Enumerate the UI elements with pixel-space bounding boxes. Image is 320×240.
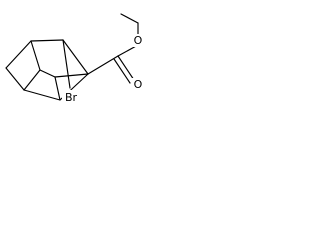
bond: [120, 13, 139, 24]
atom-label-ether-oxygen: O: [134, 34, 143, 47]
bond: [5, 67, 25, 91]
bond: [30, 39, 64, 42]
bond: [23, 89, 61, 101]
bond: [23, 69, 41, 91]
atom-label-carbonyl-oxygen: O: [134, 78, 143, 91]
double-bond-line: [117, 55, 135, 81]
bond: [54, 73, 89, 78]
bond: [62, 39, 89, 75]
bond: [39, 69, 56, 78]
double-bond-line: [113, 58, 131, 84]
bond: [87, 55, 119, 75]
chemical-structure-diagram: O O Br: [0, 0, 152, 119]
ester-group: [87, 13, 139, 84]
bond: [30, 40, 41, 71]
molecule-drawing: O O Br: [5, 13, 145, 104]
bond: [54, 76, 61, 101]
bond: [62, 39, 71, 89]
bond: [5, 40, 32, 69]
atom-label-bromine: Br: [65, 91, 78, 104]
